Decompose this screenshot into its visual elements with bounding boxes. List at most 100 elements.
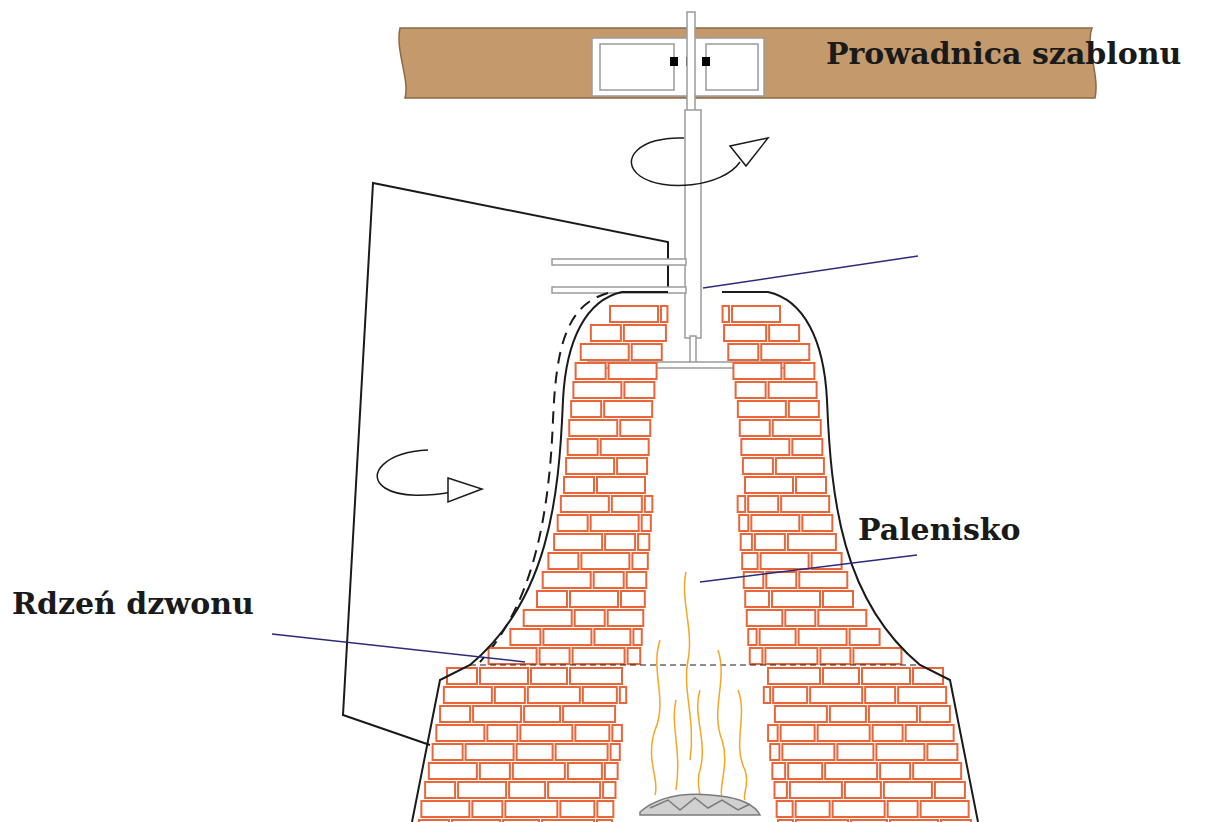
brick [775,706,827,722]
brick [608,610,644,626]
brick [433,744,463,760]
brick [421,801,469,817]
brick [436,725,484,741]
part-label: Rdzeń dzwonu [12,586,254,622]
template-arm [552,259,686,265]
brick [927,744,957,760]
brick [564,477,594,493]
brick [571,401,601,417]
brick [818,610,866,626]
brick [601,439,649,455]
brick [733,363,781,379]
brick [833,801,885,817]
part-label: Prowadnica szablonu [826,36,1181,72]
brick [597,801,613,817]
brick [597,820,612,822]
brick [605,763,618,779]
brick [906,725,954,741]
brick [761,553,809,569]
brick [802,515,832,531]
brick [777,801,793,817]
brick [784,363,814,379]
brick [575,610,605,626]
core-outline [412,292,668,822]
brick [765,648,817,664]
brick [524,706,560,722]
brick [537,591,567,607]
brick [554,534,602,550]
brick [528,687,580,703]
rotation-arrow [377,450,452,495]
brick [913,763,961,779]
flame [684,572,691,760]
brick [444,687,492,703]
brick [624,382,654,398]
brick [785,610,815,626]
brick [845,782,881,798]
brick [768,725,778,741]
brick [823,668,859,684]
flame [718,650,725,800]
brick [480,763,510,779]
arrowhead [730,138,768,166]
brick [447,668,477,684]
brick [799,572,847,588]
brick [745,477,793,493]
brick [898,687,946,703]
brick [764,687,770,703]
brick [788,534,836,550]
brick [884,782,932,798]
brick [776,458,824,474]
brick [869,706,917,722]
brick [594,572,624,588]
brick [566,458,614,474]
brick [768,668,820,684]
brick [581,344,629,360]
brick [775,782,787,798]
brick [751,515,799,531]
brick [769,325,799,341]
brick [563,706,615,722]
brick [591,325,621,341]
brick [609,363,657,379]
brick [543,572,591,588]
brick [548,782,600,798]
brick [628,648,641,664]
ash-pile [640,794,760,815]
brick [638,534,649,550]
brick [632,553,647,569]
brick [624,325,666,341]
brick [738,401,786,417]
brick [788,763,822,779]
brick [597,477,645,493]
brick [591,515,639,531]
brick [755,534,785,550]
brick [772,591,820,607]
brick [880,763,910,779]
brick [503,820,539,822]
leader-line [703,256,918,288]
brick-wall [419,306,971,822]
flames [651,572,746,800]
brick [760,629,796,645]
brick [612,725,622,741]
bearing-pin [702,57,710,66]
brick [543,629,591,645]
brick [723,306,729,322]
brick [736,382,766,398]
brick [605,534,635,550]
brick [747,610,783,626]
brick [761,344,809,360]
brick [583,687,617,703]
brick [781,496,829,512]
brick [603,782,615,798]
brick [542,820,594,822]
bearing-pin [670,57,678,66]
brick [888,801,918,817]
bearing-block [600,44,674,90]
brick [772,763,785,779]
ashes [640,794,760,815]
brick [568,763,602,779]
brick [517,744,553,760]
